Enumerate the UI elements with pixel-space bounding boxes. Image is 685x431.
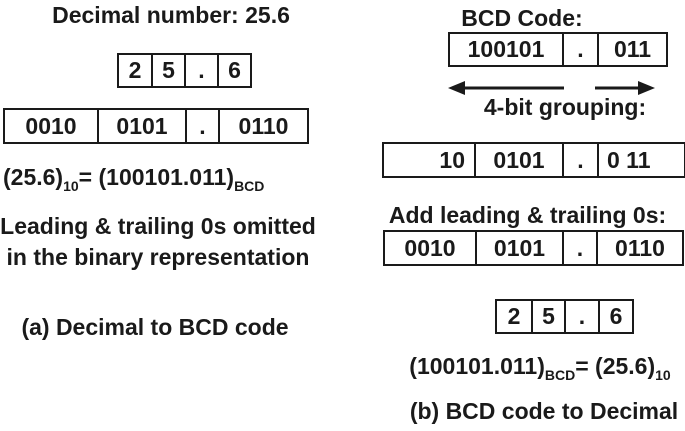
decimal-point-cell: . [562,34,597,65]
bcd-group-cell: 0101 [474,144,562,176]
bcd-integer-cell: 100101 [467,36,545,62]
note-line: Leading & trailing 0s omitted [0,213,316,239]
formula-subscript: BCD [544,367,576,383]
digit-cell: 2 [128,57,142,83]
formula-base: (25.6) [3,164,64,190]
decimal-point-cell: . [185,110,218,142]
decimal-point-cell: . [564,301,598,332]
bcd-group-cell: 0010 [404,234,456,261]
right-arrow-icon [595,81,655,95]
panel-a-digit-table: 2 5 . 6 [117,53,252,88]
bcd-group-cell: 10 [439,146,465,173]
digit-cell: 6 [598,301,632,332]
bcd-group-cell: 0110 [218,110,307,142]
digit-cell: 5 [151,55,184,86]
panel-b-digit-table: 2 5 . 6 [495,299,634,334]
panel-a-formula: (25.6)10= (100101.011)BCD [3,163,265,194]
panel-b-formula: (100101.011)BCD= (25.6)10 [390,352,685,383]
digit-cell: 2 [507,303,521,329]
panel-b-padded-table: 0010 0101 . 0110 [383,230,684,266]
panel-a-note: Leading & trailing 0s omitted in the bin… [0,211,316,273]
formula-subscript: BCD [234,178,265,194]
pad-zeros-label: Add leading & trailing 0s: [388,202,667,228]
panel-b-header: BCD Code: [461,5,583,31]
bcd-fraction-cell: 011 [597,34,666,65]
panel-a-title: Decimal number: 25.6 [52,2,290,28]
panel-b-grouped-table: 10 0101 . 0 11 [382,142,685,178]
decimal-point-cell: . [562,232,596,264]
decimal-point-cell: . [562,144,597,176]
bcd-group-cell: 0101 [97,110,185,142]
panel-b-code-table: 100101 . 011 [448,32,668,67]
bcd-group-cell: 0 11 [597,144,684,176]
panel-b-caption: (b) BCD code to Decimal [409,398,679,424]
bcd-group-cell: 0110 [596,232,682,264]
left-arrow-icon [448,81,564,95]
formula-subscript: 10 [63,178,79,194]
bcd-group-cell: 0010 [25,112,77,139]
panel-a-caption: (a) Decimal to BCD code [21,314,289,340]
decimal-point-cell: . [184,55,217,86]
formula-base: = (25.6) [575,353,656,379]
formula-base: (100101.011) [409,353,545,379]
formula-base: = (100101.011) [78,164,235,190]
bcd-group-cell: 0101 [475,232,562,264]
panel-a-bcd-table: 0010 0101 . 0110 [3,108,309,144]
formula-subscript: 10 [655,367,671,383]
grouping-label: 4-bit grouping: [483,94,647,120]
digit-cell: 6 [217,55,250,86]
digit-cell: 5 [531,301,564,332]
note-line: in the binary representation [6,244,310,270]
